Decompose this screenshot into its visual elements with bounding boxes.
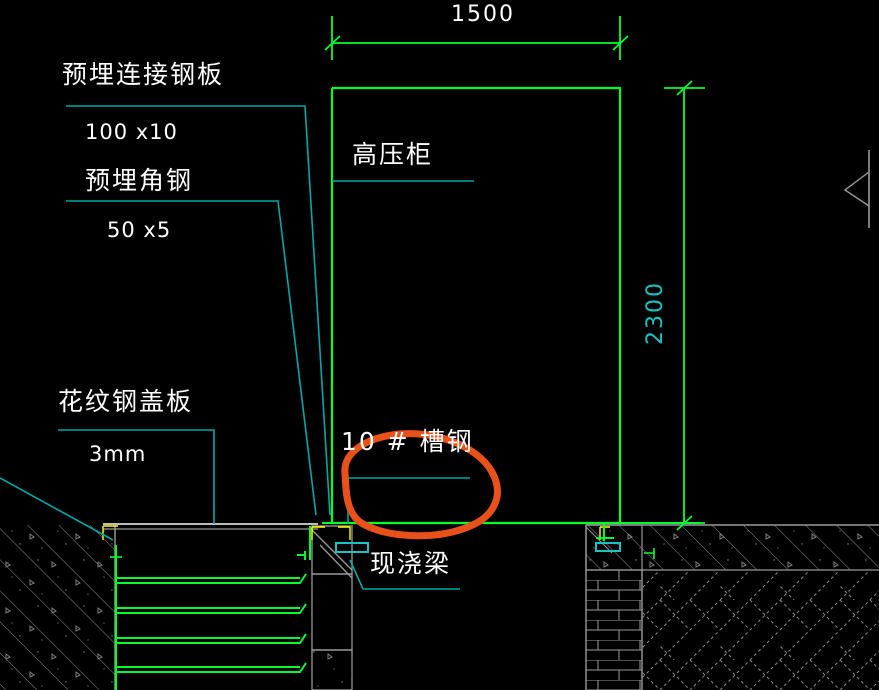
dimension-line-1500 — [324, 16, 629, 60]
cabinet-base-supports — [596, 523, 614, 541]
label-embedded-connect-plate: 预埋连接钢板 — [62, 60, 225, 89]
label-embedded-angle-steel: 预埋角钢 — [85, 166, 194, 195]
dimension-text-2300: 2300 — [643, 281, 668, 345]
patterned-steel-cover-plate — [103, 523, 318, 530]
dimension-line-2300 — [664, 80, 705, 531]
section-view-arrow-icon — [843, 150, 870, 228]
label-high-voltage-cabinet: 高压柜 — [352, 140, 434, 169]
compacted-fill-hatch — [642, 570, 879, 690]
left-concrete-hatch — [0, 525, 116, 690]
pedestal-concrete-fill — [312, 650, 352, 690]
center-anchor-green — [297, 526, 311, 560]
left-embed-angle-mark — [102, 525, 118, 540]
label-patterned-steel-cover-spec: 3mm — [89, 442, 147, 466]
label-channel-steel-10: 10 # 槽钢 — [341, 427, 474, 456]
embedded-plate-center — [335, 542, 369, 553]
leader-lines — [0, 105, 474, 590]
label-embedded-connect-plate-spec: 100 x10 — [85, 120, 178, 144]
dimension-text-1500: 1500 — [451, 2, 515, 27]
center-embed-yellow-marks — [311, 526, 351, 540]
orange-highlight-ellipse — [341, 430, 501, 540]
label-cast-in-place-beam: 现浇梁 — [370, 549, 452, 578]
label-embedded-angle-steel-spec: 50 x5 — [107, 218, 172, 242]
right-pedestal-detail — [585, 524, 655, 571]
brick-wall-hatch — [586, 570, 643, 690]
label-patterned-steel-cover: 花纹钢盖板 — [58, 387, 194, 416]
left-pit-rebar-group — [110, 545, 307, 690]
